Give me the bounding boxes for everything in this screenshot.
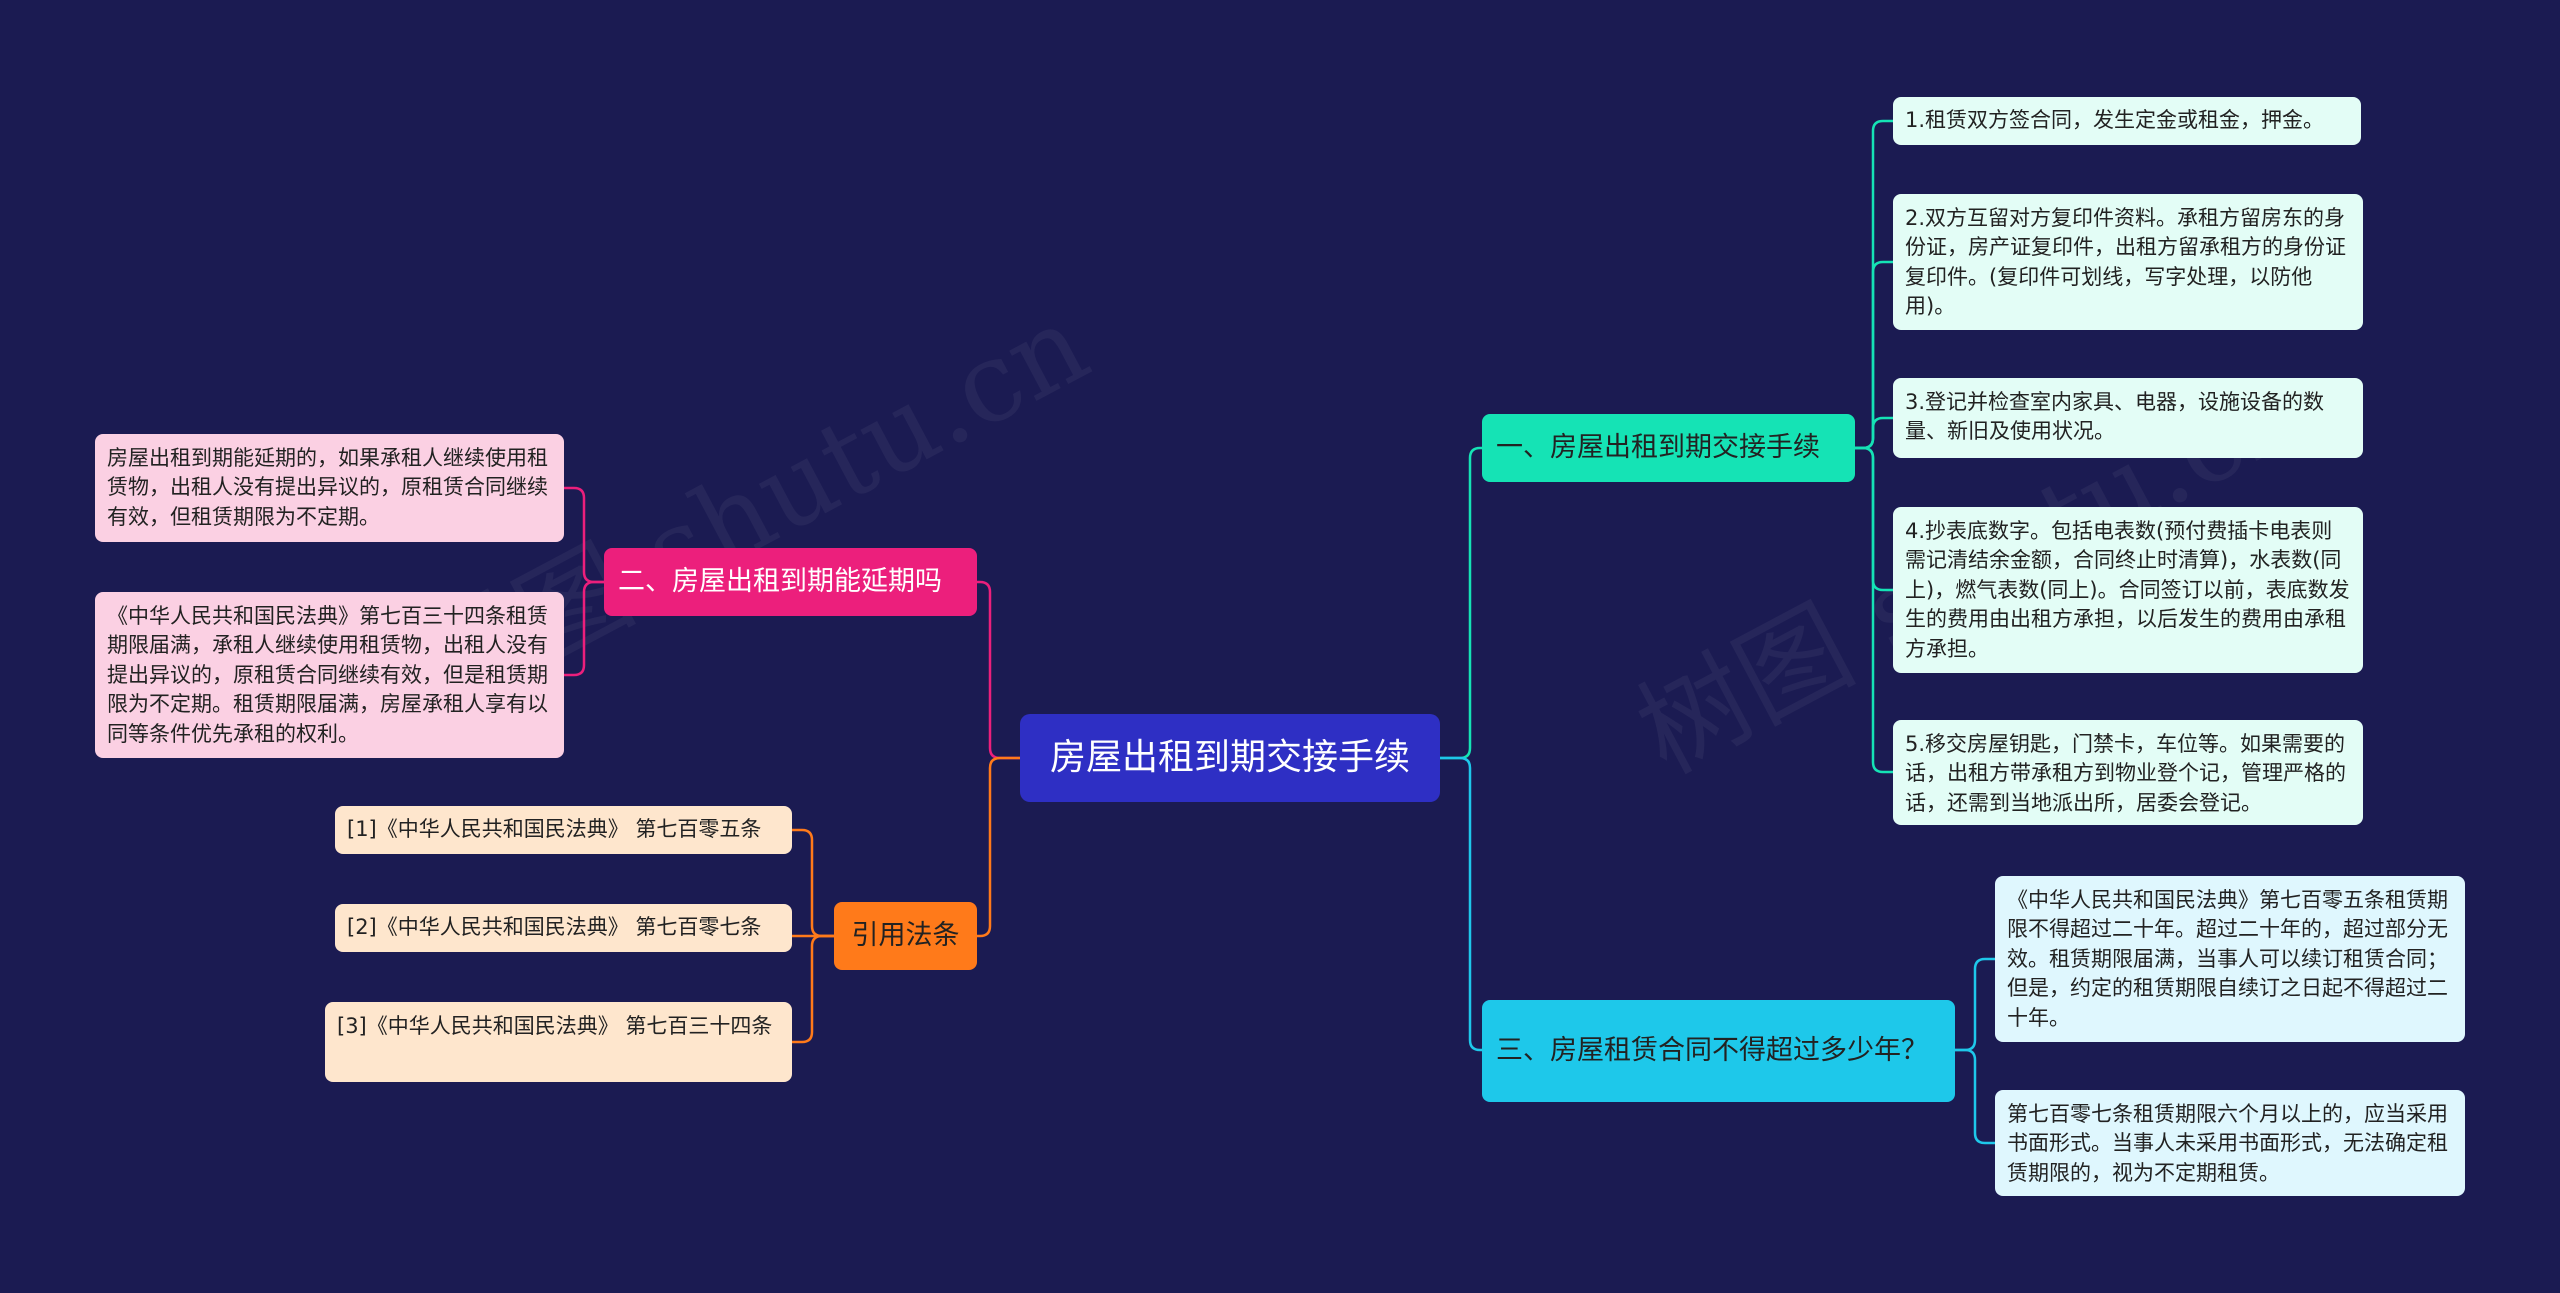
handover-item-3-text: 3.登记并检查室内家具、电器，设施设备的数量、新旧及使用状况。: [1905, 390, 2325, 444]
extend-item-1[interactable]: 房屋出租到期能延期的，如果承租人继续使用租赁物，出租人没有提出异议的，原租赁合同…: [95, 434, 564, 542]
laws-item-2-text: [2]《中华人民共和国民法典》 第七百零七条: [347, 915, 762, 939]
handover-item-1[interactable]: 1.租赁双方签合同，发生定金或租金，押金。: [1893, 97, 2361, 145]
handover-item-3[interactable]: 3.登记并检查室内家具、电器，设施设备的数量、新旧及使用状况。: [1893, 378, 2363, 458]
laws-item-1-text: [1]《中华人民共和国民法典》 第七百零五条: [347, 817, 762, 841]
laws-item-2[interactable]: [2]《中华人民共和国民法典》 第七百零七条: [335, 904, 792, 952]
extend-item-2-text: 《中华人民共和国民法典》第七百三十四条租赁期限届满，承租人继续使用租赁物，出租人…: [107, 604, 548, 746]
handover-item-2[interactable]: 2.双方互留对方复印件资料。承租方留房东的身份证，房产证复印件，出租方留承租方的…: [1893, 194, 2363, 330]
extend-item-1-text: 房屋出租到期能延期的，如果承租人继续使用租赁物，出租人没有提出异议的，原租赁合同…: [107, 446, 548, 529]
handover-item-1-text: 1.租赁双方签合同，发生定金或租金，押金。: [1905, 108, 2325, 132]
root-topic[interactable]: 房屋出租到期交接手续: [1020, 714, 1440, 802]
laws-item-3-text: [3]《中华人民共和国民法典》 第七百三十四条: [337, 1014, 773, 1038]
handover-item-4-text: 4.抄表底数字。包括电表数(预付费插卡电表则需记清结余金额，合同终止时清算)，水…: [1905, 519, 2350, 661]
extend-item-2[interactable]: 《中华人民共和国民法典》第七百三十四条租赁期限届满，承租人继续使用租赁物，出租人…: [95, 592, 564, 758]
link-laws-3: [792, 934, 834, 1044]
link-root-extend: [977, 580, 1020, 760]
branch-handover[interactable]: 一、房屋出租到期交接手续: [1482, 414, 1855, 482]
branch-term[interactable]: 三、房屋租赁合同不得超过多少年？: [1482, 1000, 1955, 1102]
link-root-term: [1440, 756, 1482, 1052]
link-extend-1: [564, 486, 604, 584]
link-handover-5: [1855, 446, 1893, 774]
link-term-1: [1955, 957, 1995, 1052]
term-item-2-text: 第七百零七条租赁期限六个月以上的，应当采用书面形式。当事人未采用书面形式，无法确…: [2007, 1102, 2448, 1185]
branch-laws[interactable]: 引用法条: [834, 902, 977, 970]
branch-extend[interactable]: 二、房屋出租到期能延期吗: [604, 548, 977, 616]
handover-item-5-text: 5.移交房屋钥匙，门禁卡，车位等。如果需要的话，出租方带承租方到物业登个记，管理…: [1905, 732, 2346, 815]
link-handover-2: [1855, 260, 1893, 450]
link-extend-2: [564, 580, 604, 677]
link-root-laws: [970, 756, 1020, 938]
branch-term-label: 三、房屋租赁合同不得超过多少年？: [1496, 1035, 1928, 1067]
link-term-2: [1955, 1048, 1995, 1145]
link-handover-3: [1855, 416, 1893, 450]
link-root-handover: [1440, 446, 1482, 760]
laws-item-1[interactable]: [1]《中华人民共和国民法典》 第七百零五条: [335, 806, 792, 854]
branch-laws-label: 引用法条: [851, 920, 960, 952]
link-laws-1: [792, 828, 834, 938]
laws-item-3[interactable]: [3]《中华人民共和国民法典》 第七百三十四条: [325, 1002, 792, 1082]
term-item-2[interactable]: 第七百零七条租赁期限六个月以上的，应当采用书面形式。当事人未采用书面形式，无法确…: [1995, 1090, 2465, 1196]
branch-extend-label: 二、房屋出租到期能延期吗: [618, 566, 942, 598]
handover-item-5[interactable]: 5.移交房屋钥匙，门禁卡，车位等。如果需要的话，出租方带承租方到物业登个记，管理…: [1893, 720, 2363, 825]
branch-handover-label: 一、房屋出租到期交接手续: [1496, 432, 1820, 464]
term-item-1[interactable]: 《中华人民共和国民法典》第七百零五条租赁期限不得超过二十年。超过二十年的，超过部…: [1995, 876, 2465, 1042]
handover-item-4[interactable]: 4.抄表底数字。包括电表数(预付费插卡电表则需记清结余金额，合同终止时清算)，水…: [1893, 507, 2363, 673]
handover-item-2-text: 2.双方互留对方复印件资料。承租方留房东的身份证，房产证复印件，出租方留承租方的…: [1905, 206, 2346, 319]
term-item-1-text: 《中华人民共和国民法典》第七百零五条租赁期限不得超过二十年。超过二十年的，超过部…: [2007, 888, 2448, 1030]
root-topic-label: 房屋出租到期交接手续: [1049, 736, 1410, 778]
